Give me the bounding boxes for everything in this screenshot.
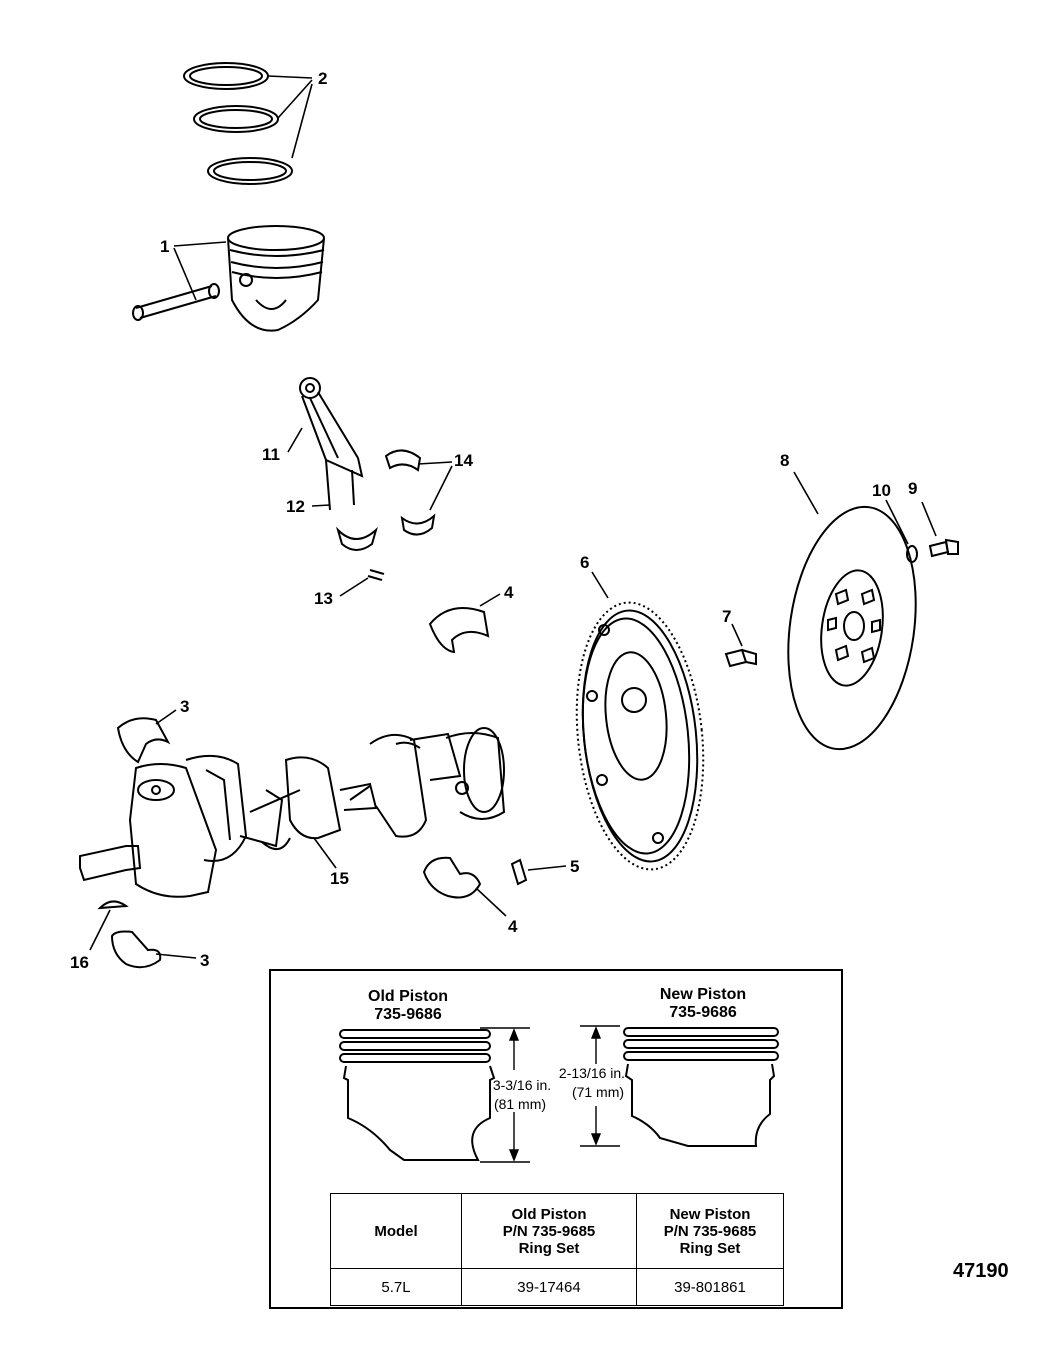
- rod-bearings: [384, 449, 436, 536]
- piston-comparison-inset: Old Piston 735-9686 New Piston 735-9686: [269, 969, 843, 1309]
- old-piston-title: Old Piston: [368, 988, 448, 1005]
- new-piston-height-mm: (71 mm): [572, 1084, 624, 1100]
- callout-5: 5: [570, 857, 579, 876]
- cell-old-ring-set: 39-17464: [461, 1268, 637, 1306]
- new-piston-height-inches: 2-13/16 in.: [559, 1065, 625, 1081]
- callout-3-upper: 3: [180, 697, 189, 716]
- callout-9: 9: [908, 479, 917, 498]
- callout-7: 7: [722, 607, 731, 626]
- table-row: 5.7L 39-17464 39-801861: [330, 1268, 784, 1306]
- crankshaft: [79, 727, 506, 898]
- header-old-line-1: Old Piston: [511, 1205, 587, 1223]
- thrust-bearing-upper: [116, 717, 171, 764]
- header-model: Model: [330, 1193, 462, 1269]
- callout-11: 11: [262, 445, 280, 464]
- new-piston-profile: [623, 1027, 779, 1147]
- callout-15: 15: [330, 869, 349, 888]
- header-old-piston: Old Piston P/N 735-9685 Ring Set: [461, 1193, 637, 1269]
- thrust-bearing-lower: [110, 930, 162, 969]
- main-bearing-upper: [428, 607, 490, 654]
- callout-2: 2: [318, 69, 327, 88]
- cell-model: 5.7L: [330, 1268, 462, 1306]
- old-piston-height-mm: (81 mm): [494, 1096, 546, 1112]
- callout-14: 14: [454, 451, 473, 470]
- header-new-line-2: P/N 735-9685: [663, 1222, 757, 1240]
- washer: [906, 545, 918, 563]
- piston-and-pin: [132, 225, 325, 332]
- header-new-line-1: New Piston: [669, 1205, 751, 1223]
- main-bearing-lower: [422, 856, 482, 899]
- crank-key: [510, 858, 528, 886]
- header-new-piston: New Piston P/N 735-9685 Ring Set: [636, 1193, 784, 1269]
- callout-13: 13: [314, 589, 333, 608]
- leader-lines: [89, 75, 937, 959]
- callout-8: 8: [780, 451, 789, 470]
- ring-set-table: Model Old Piston P/N 735-9685 Ring Set N…: [330, 1193, 784, 1306]
- drive-coupler-disc: [787, 505, 917, 751]
- flywheel: [575, 601, 705, 871]
- woodruff-key: [97, 900, 129, 910]
- new-piston-part-number: 735-9686: [669, 1004, 737, 1021]
- flywheel-bolt: [724, 648, 757, 668]
- callout-3-lower: 3: [200, 951, 209, 970]
- coupler-bolt: [928, 538, 959, 558]
- new-piston-title: New Piston: [660, 986, 746, 1003]
- table-header-row: Model Old Piston P/N 735-9685 Ring Set N…: [330, 1193, 784, 1269]
- cell-new-ring-set: 39-801861: [636, 1268, 784, 1306]
- header-old-line-3: Ring Set: [518, 1239, 580, 1257]
- callout-1: 1: [160, 237, 169, 256]
- old-piston-height-inches: 3-3/16 in.: [493, 1077, 551, 1093]
- header-old-line-2: P/N 735-9685: [502, 1222, 596, 1240]
- callout-4-lower: 4: [508, 917, 518, 936]
- piston-rings: [183, 62, 293, 185]
- callout-10: 10: [872, 481, 891, 500]
- header-new-line-3: Ring Set: [679, 1239, 741, 1257]
- old-piston-profile: [339, 1029, 496, 1161]
- old-piston-part-number: 735-9686: [374, 1006, 442, 1023]
- callout-16: 16: [70, 953, 89, 972]
- connecting-rod: [299, 377, 385, 581]
- callout-6: 6: [580, 553, 589, 572]
- figure-number: 47190: [953, 1260, 1009, 1282]
- callout-4-upper: 4: [504, 583, 514, 602]
- callout-12: 12: [286, 497, 305, 516]
